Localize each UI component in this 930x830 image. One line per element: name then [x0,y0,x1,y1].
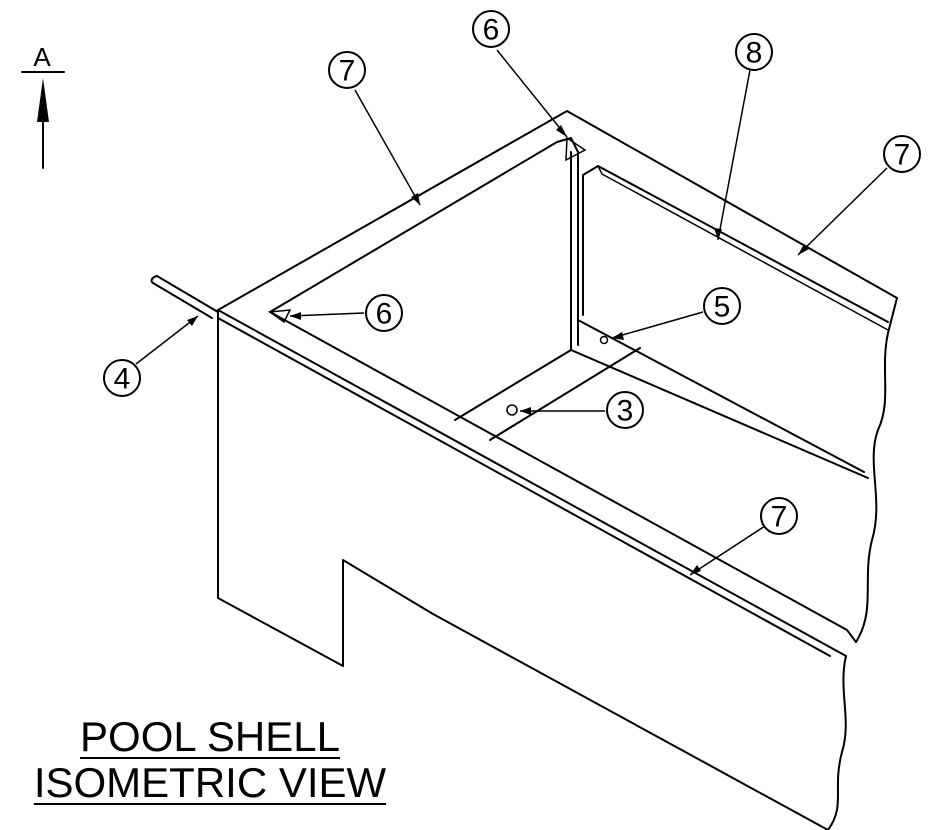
section-label: A [33,42,51,72]
pool-shell [150,110,898,830]
balloon-7-right: 7 [883,135,921,173]
svg-text:8: 8 [746,37,763,70]
balloon-4: 4 [103,359,141,397]
balloon-3: 3 [606,391,644,429]
balloon-5: 5 [703,287,741,325]
leader-lines [135,49,888,576]
inlet-opening [599,335,609,345]
svg-text:6: 6 [376,298,393,331]
svg-text:7: 7 [894,139,911,172]
balloon-7-top: 7 [328,51,366,89]
svg-text:6: 6 [483,14,500,47]
balloon-8: 8 [735,33,773,71]
svg-text:5: 5 [714,291,731,324]
title-line-1: POOL SHELL [80,713,340,760]
svg-text:3: 3 [617,395,634,428]
drain-opening [506,404,518,416]
balloon-7-bottom: 7 [760,497,798,535]
svg-text:4: 4 [114,363,131,396]
svg-text:7: 7 [339,55,356,88]
title-line-2: ISOMETRIC VIEW [33,759,387,806]
balloon-6-left: 6 [365,294,403,332]
section-marker-a: A [21,42,65,169]
balloon-6-top: 6 [472,10,510,48]
section-arrow-icon [37,78,49,122]
svg-text:7: 7 [771,501,788,534]
